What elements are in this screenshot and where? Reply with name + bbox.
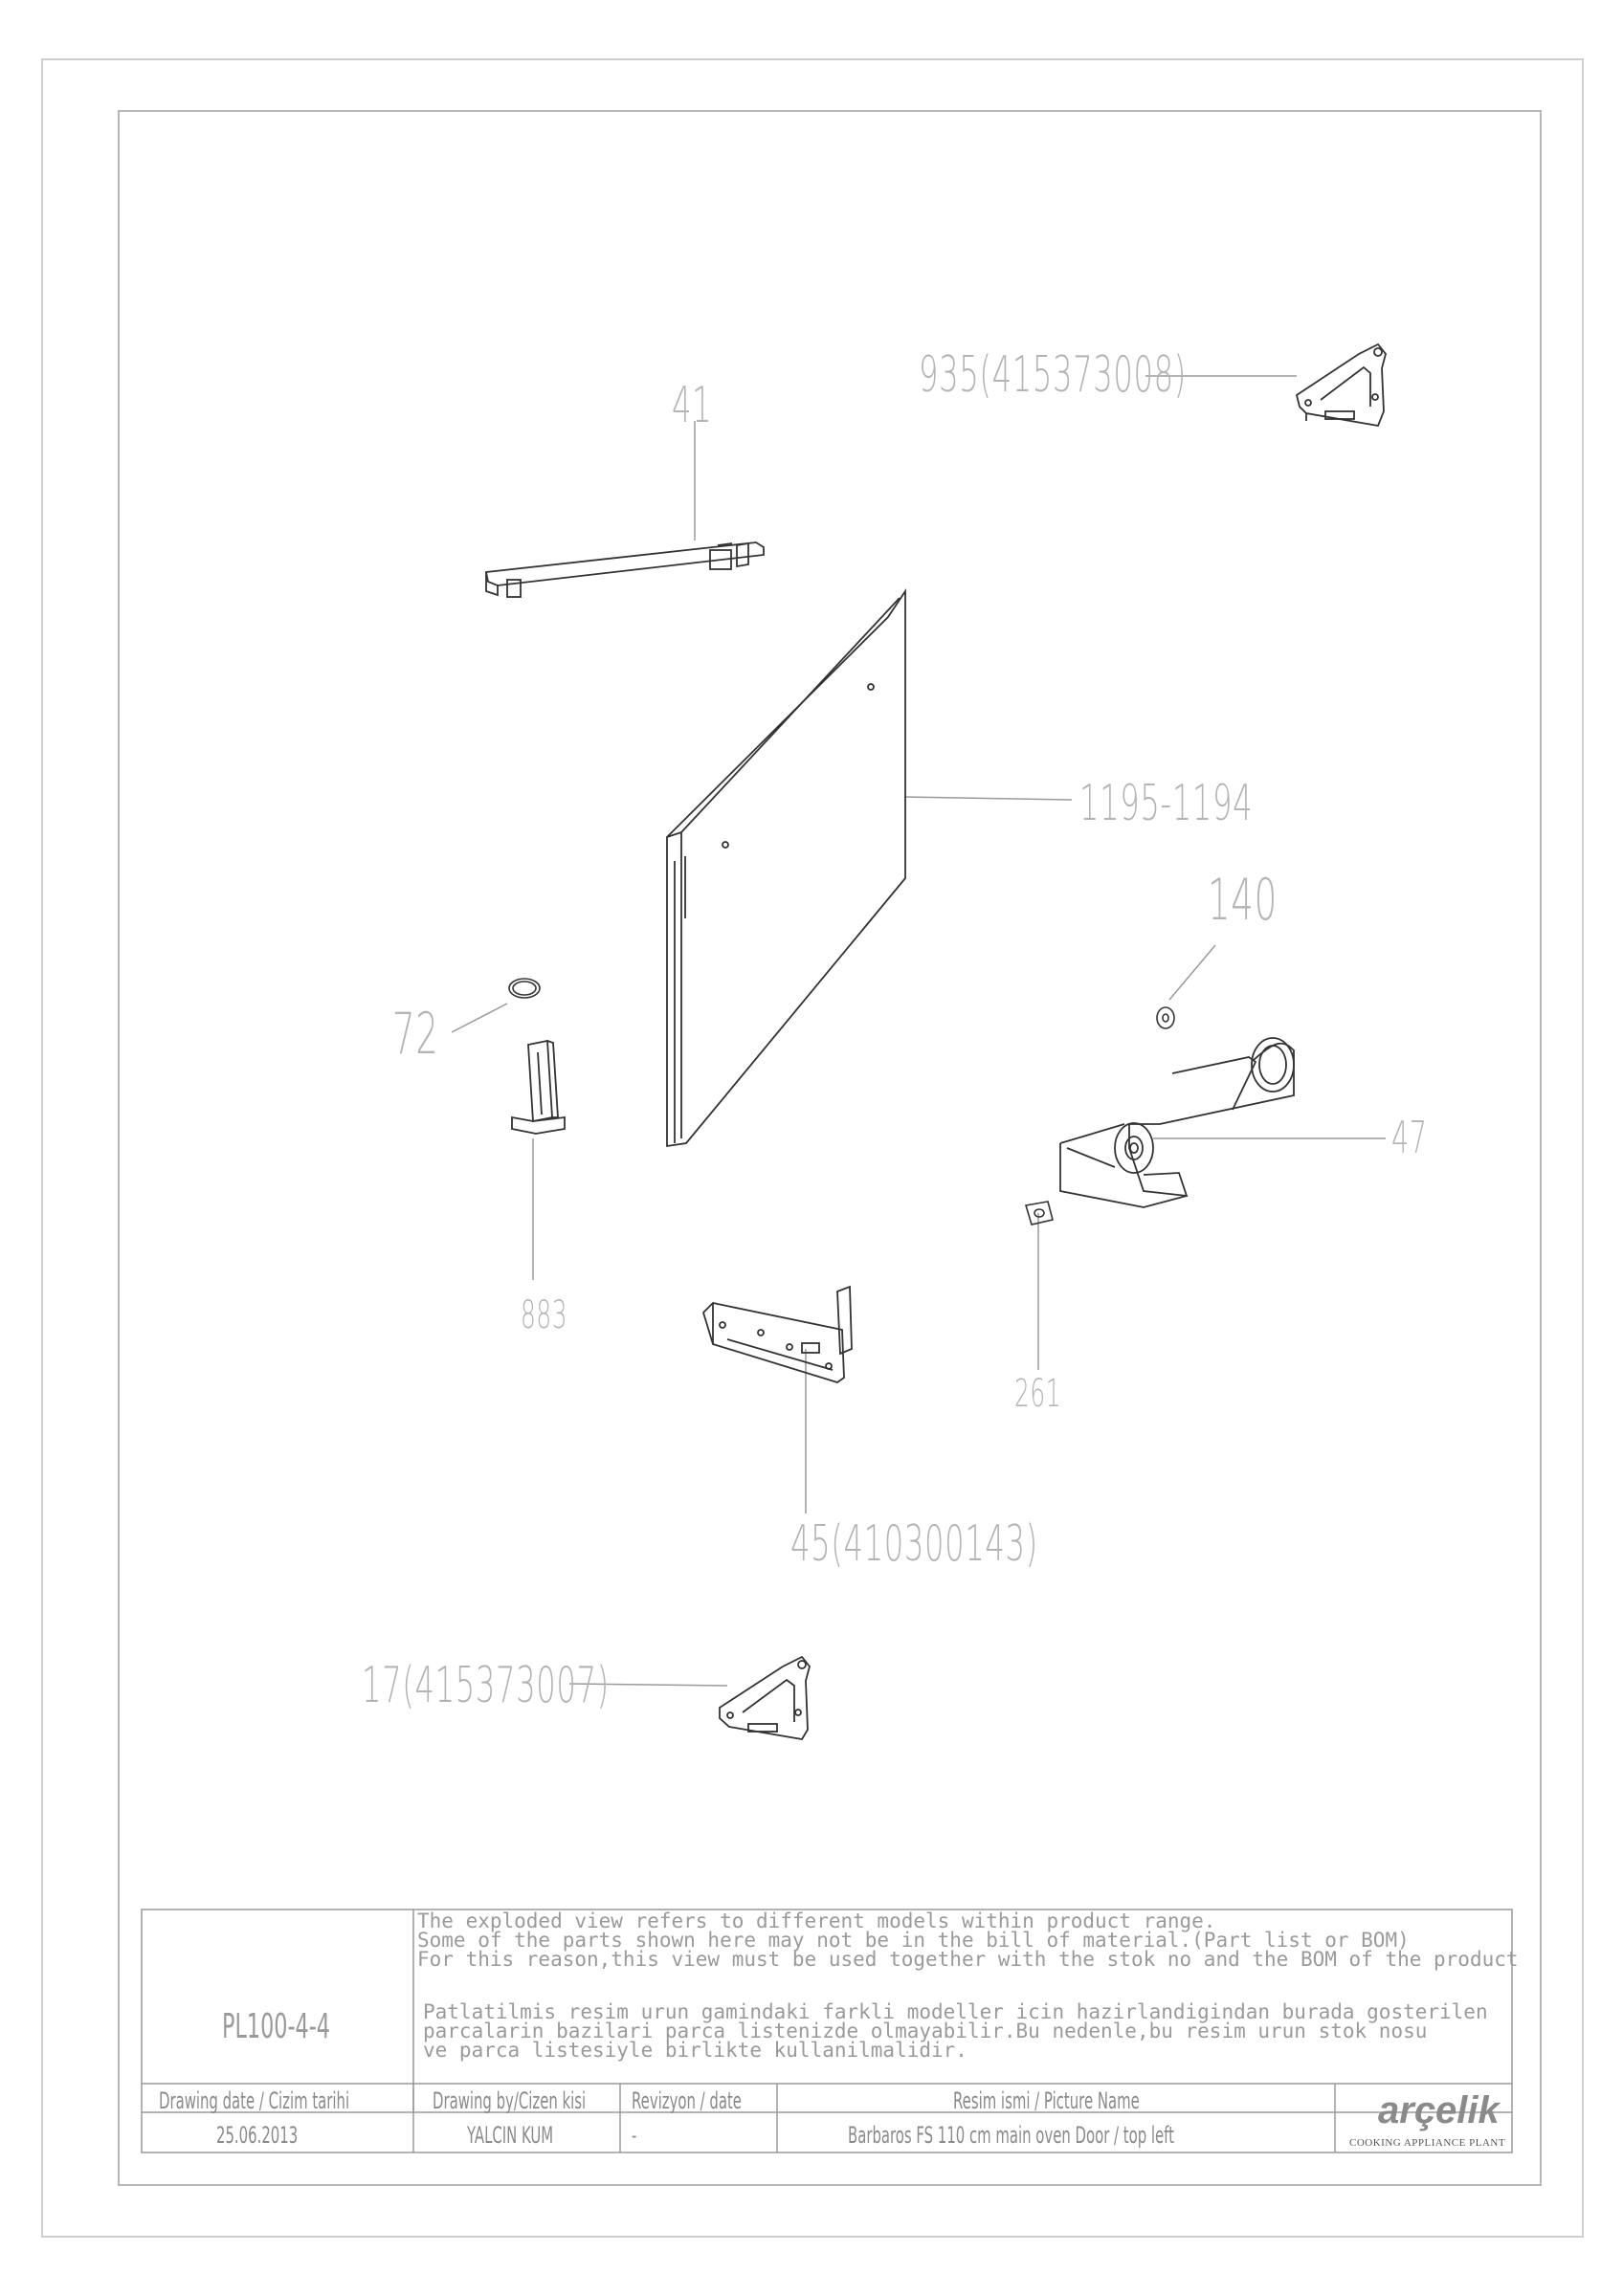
picture-name-value: Barbaros FS 110 cm main oven Door / top … — [848, 2122, 1174, 2149]
callout-140: 140 — [1208, 867, 1278, 934]
drawing-date-label: Drawing date / Cizim tarihi — [159, 2087, 350, 2114]
part-45-hinge — [701, 1285, 853, 1383]
drawing-date-value: 25.06.2013 — [216, 2122, 299, 2149]
part-1195-glass-panel — [666, 588, 906, 1148]
callout-41: 41 — [672, 377, 713, 434]
part-72-ring — [508, 978, 541, 999]
part-883-guide — [511, 1039, 566, 1135]
callout-47: 47 — [1391, 1112, 1428, 1163]
part-17-hinge-bracket — [719, 1655, 811, 1740]
picture-name-label: Resim ismi / Picture Name — [953, 2087, 1140, 2114]
note-english: The exploded view refers to different mo… — [417, 1910, 1519, 1971]
callout-17: 17(415373007) — [362, 1657, 610, 1714]
sheet-id: PL100-4-4 — [222, 2007, 331, 2046]
callout-72: 72 — [392, 1001, 439, 1068]
part-47-handle — [1059, 1037, 1295, 1208]
part-41-trim-bar — [484, 541, 765, 598]
part-140-washer — [1156, 1006, 1175, 1029]
leader-lines — [451, 375, 1386, 1687]
part-261-clip — [1024, 1201, 1054, 1225]
callout-45: 45(410300143) — [790, 1515, 1038, 1573]
part-935-hinge-bracket — [1295, 342, 1387, 428]
drawn-by-label: Drawing by/Cizen kisi — [433, 2087, 587, 2114]
callout-883: 883 — [521, 1293, 568, 1337]
revision-value: - — [632, 2122, 637, 2149]
revision-label: Revizyon / date — [632, 2087, 742, 2114]
logo-subtitle: COOKING APPLIANCE PLANT — [1349, 2137, 1506, 2149]
outer-border — [41, 58, 1584, 2238]
callout-935: 935(415373008) — [919, 346, 1187, 404]
note-turkish: Patlatilmis resim urun gamindaki farkli … — [423, 2000, 1488, 2062]
callout-1195: 1195-1194 — [1079, 775, 1254, 832]
drawn-by-value: YALCIN KUM — [467, 2122, 554, 2149]
inner-border — [118, 110, 1542, 2186]
title-block — [141, 1909, 1513, 2153]
callout-261: 261 — [1014, 1372, 1062, 1416]
logo-wordmark: arçelik — [1378, 2089, 1500, 2131]
